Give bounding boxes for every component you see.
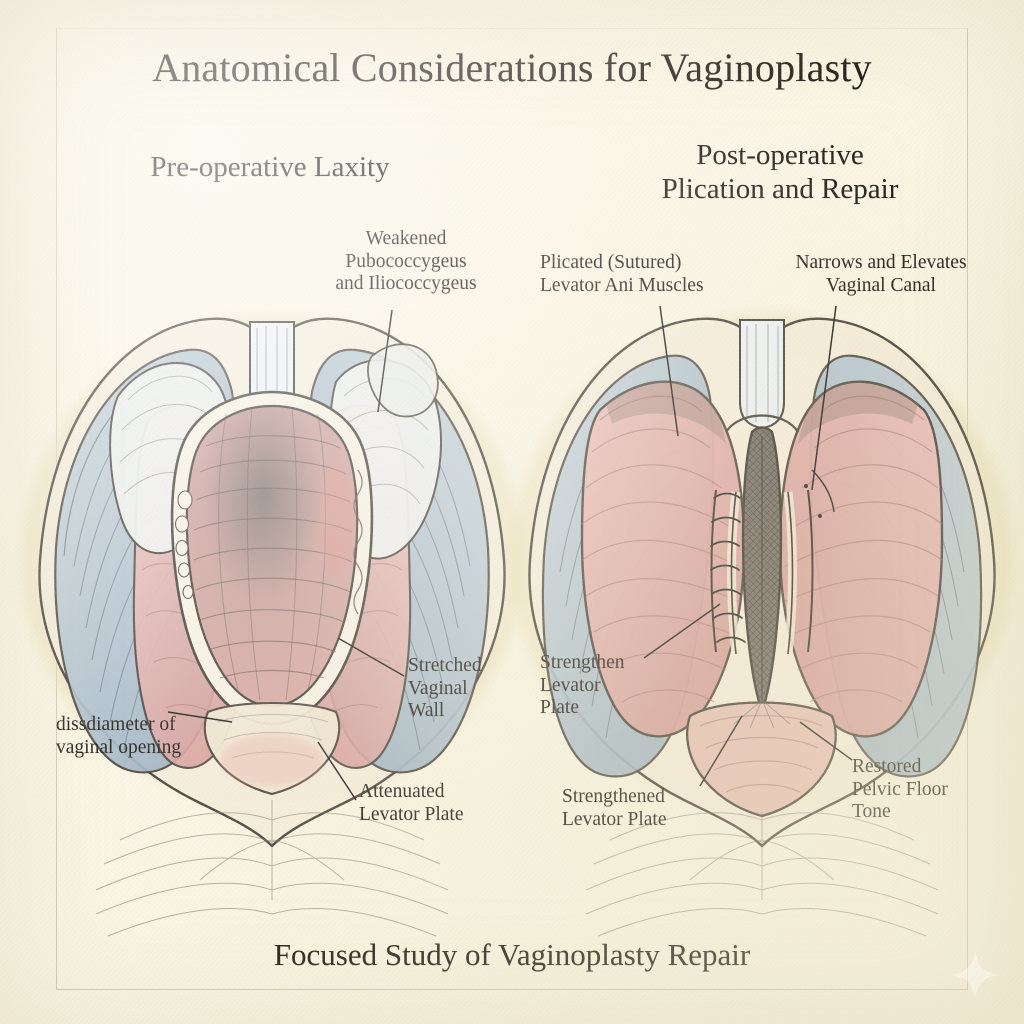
annotation-line: Levator Plate (562, 808, 667, 830)
leader-stretched-vaginal-wall (337, 637, 405, 677)
annotation-restored-pelvic-floor-tone: Restored Pelvic Floor Tone (852, 756, 1002, 824)
annotation-line: dissdiameter of (56, 714, 176, 735)
annotation-line: vaginal opening (56, 736, 182, 758)
annotation-attenuated-levator-plate: Attenuated Levator Plate (359, 781, 539, 826)
leader-strengthened-levator-plate (699, 715, 743, 787)
annotation-line: Weakened (365, 228, 447, 249)
annotation-line: Pelvic Floor (852, 778, 948, 800)
annotation-line: Attenuated (359, 781, 445, 802)
leader-narrows-elevates-canal (811, 305, 837, 491)
leader-plicated-levator-ani (659, 305, 679, 437)
annotation-line: Tone (852, 801, 891, 823)
annotation-line: Levator Ani Muscles (540, 274, 704, 296)
annotation-strengthen-levator-plate: Strengthen Levator Plate (540, 652, 690, 720)
sparkle-star-icon (950, 950, 1000, 1000)
annotation-line: Levator Plate (359, 803, 464, 825)
annotation-vaginal-opening-diameter: dissdiameter of vaginal opening (56, 714, 256, 759)
annotation-line: Vaginal (408, 677, 468, 699)
annotation-line: Stretched (408, 655, 482, 676)
annotation-weakened-muscles: Weakened Pubococcygeus and Iliococcygeus (316, 228, 496, 296)
leader-weakened-muscles (377, 309, 393, 413)
annotation-line: Wall (408, 700, 445, 722)
leader-restored-pelvic-floor-tone (799, 721, 853, 761)
annotation-narrows-elevates-canal: Narrows and Elevates Vaginal Canal (772, 252, 990, 297)
annotation-stretched-vaginal-wall: Stretched Vaginal Wall (408, 655, 548, 723)
annotation-line: Plate (540, 697, 579, 719)
annotation-line: Strengthened (562, 786, 665, 807)
leader-strengthen-levator-plate (643, 603, 721, 659)
annotation-plicated-levator-ani: Plicated (Sutured) Levator Ani Muscles (540, 252, 760, 297)
annotation-line: and Iliococcygeus (335, 273, 477, 295)
annotation-line: Pubococcygeus (345, 250, 467, 272)
leader-attenuated-levator-plate (317, 741, 357, 801)
annotation-line: Narrows and Elevates (795, 252, 967, 273)
annotation-line: Levator (540, 674, 601, 696)
annotation-line: Strengthen (540, 652, 625, 673)
annotation-strengthened-levator-plate: Strengthened Levator Plate (562, 786, 762, 831)
annotation-line: Plicated (Sutured) (540, 252, 682, 273)
annotation-line: Restored (852, 756, 922, 777)
annotation-line: Vaginal Canal (826, 274, 936, 296)
